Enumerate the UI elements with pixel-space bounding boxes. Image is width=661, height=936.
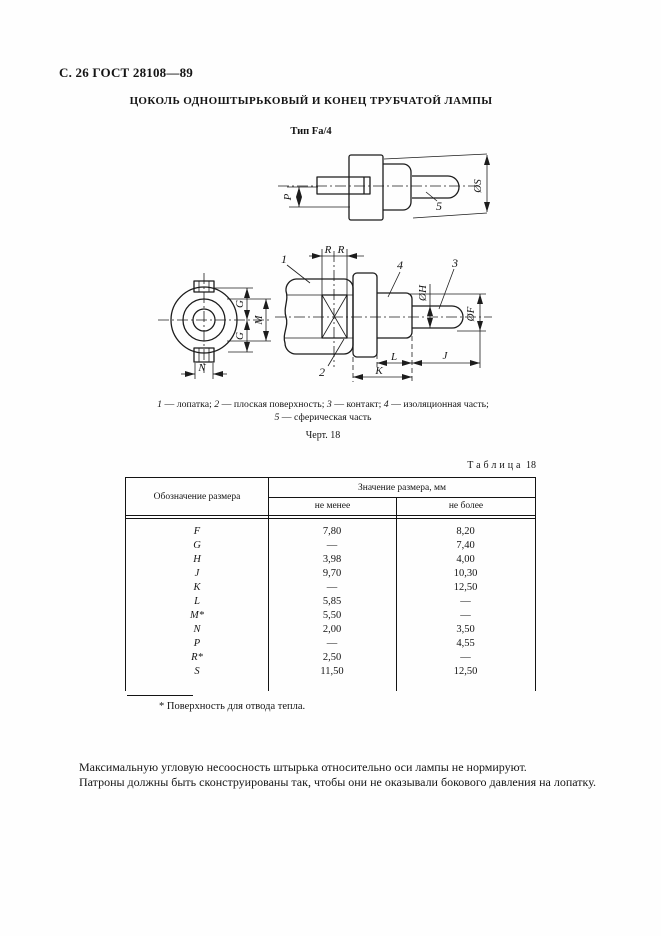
- size-max: 10,30: [453, 568, 478, 579]
- table-row: R* 2,50 —: [126, 651, 535, 665]
- caption-num: 1: [157, 399, 163, 410]
- size-min: 5,50: [322, 610, 342, 621]
- part-label-4: 4: [397, 258, 403, 272]
- size-min: 7,80: [322, 526, 342, 537]
- table-label: Таблица 18: [380, 460, 536, 471]
- footnote: * Поверхность для отвода тепла.: [159, 701, 306, 712]
- dim-label-phi-h: ØH: [417, 284, 429, 302]
- size-min: —: [326, 638, 338, 649]
- size-max: 12,50: [453, 666, 478, 677]
- size-name: M*: [190, 610, 204, 621]
- size-max: —: [460, 610, 471, 621]
- size-max: 8,20: [456, 526, 475, 537]
- size-min: —: [326, 540, 338, 551]
- size-name: N: [193, 624, 201, 635]
- dim-label-r-right: R: [337, 244, 345, 256]
- dim-label-k: K: [374, 365, 383, 377]
- dim-label-r-left: R: [324, 244, 332, 256]
- size-name: S: [194, 666, 200, 677]
- caption-num: 2: [214, 399, 220, 410]
- dim-label-n: N: [197, 362, 206, 374]
- page-header: С. 26 ГОСТ 28108—89: [59, 65, 193, 80]
- column-header-min: не менее: [314, 501, 351, 511]
- table-label-word: Таблица: [467, 460, 524, 471]
- dimension-table: Обозначение размера Значение размера, мм…: [125, 477, 536, 691]
- figure-caption: 1 — лопатка; 2 — плоская поверхность; 3 …: [155, 398, 491, 424]
- caption-text: — лопатка;: [162, 399, 215, 410]
- note-paragraph: Патроны должны быть сконструированы так,…: [79, 775, 597, 790]
- size-max: —: [460, 652, 471, 663]
- table-divider-vertical-1: [268, 478, 269, 691]
- table-row: J 9,70 10,30: [126, 567, 535, 581]
- size-min: 11,50: [320, 666, 344, 677]
- caption-text: — сферическая часть: [279, 412, 372, 423]
- size-min: 3,98: [322, 554, 342, 565]
- top-side-view: P ØS 5: [278, 153, 490, 221]
- table-row: K — 12,50: [126, 581, 535, 595]
- part-label-5: 5: [436, 199, 442, 213]
- size-min: —: [326, 582, 338, 593]
- dim-label-j: J: [443, 350, 449, 362]
- caption-num: 3: [326, 399, 332, 410]
- table-divider-vertical-2: [396, 498, 397, 691]
- caption-text: — плоская поверхность;: [219, 399, 327, 410]
- size-name: H: [193, 554, 201, 565]
- type-label: Тип Fa/4: [290, 126, 332, 137]
- dim-label-phi-f: ØF: [465, 306, 477, 322]
- table-body: F 7,80 8,20 G — 7,40 H 3,98 4,00 J 9,70 10,30 K —…: [126, 520, 535, 679]
- page-title: ЦОКОЛЬ ОДНОШТЫРЬКОВЫЙ И КОНЕЦ ТРУБЧАТОЙ …: [129, 95, 493, 107]
- size-name: F: [193, 526, 201, 537]
- size-max: 3,50: [456, 624, 475, 635]
- size-max: —: [460, 596, 471, 607]
- size-min: 2,00: [322, 624, 342, 635]
- size-max: 7,40: [456, 540, 475, 551]
- table-row: S 11,50 12,50: [126, 665, 535, 679]
- table-label-number: 18: [526, 460, 536, 471]
- table-row: N 2,00 3,50: [126, 623, 535, 637]
- size-name: K: [193, 582, 201, 593]
- caption-text: — изоляционная часть;: [388, 399, 489, 410]
- size-name: L: [194, 596, 200, 607]
- table-row: G — 7,40: [126, 539, 535, 553]
- column-header-designation: Обозначение размера: [153, 492, 241, 502]
- size-max: 4,00: [456, 554, 475, 565]
- dim-label-l: L: [390, 351, 397, 363]
- dim-label-g-bottom: G: [234, 332, 246, 340]
- table-row: P — 4,55: [126, 637, 535, 651]
- caption-text: — контакт;: [331, 399, 384, 410]
- size-name: J: [194, 568, 200, 579]
- table-row: F 7,80 8,20: [126, 525, 535, 539]
- dim-label-m: M: [253, 315, 265, 326]
- column-header-max: не более: [448, 501, 484, 511]
- dim-label-g-top: G: [234, 300, 246, 308]
- figure-number: Черт. 18: [305, 430, 341, 441]
- main-side-view: R R ØH ØF L J K 1 2 4: [275, 244, 492, 382]
- size-min: 5,85: [322, 596, 342, 607]
- end-view: G G M N: [158, 273, 272, 379]
- table-row: L 5,85 —: [126, 595, 535, 609]
- table-row: H 3,98 4,00: [126, 553, 535, 567]
- table-double-rule: [126, 515, 535, 519]
- size-max: 4,55: [456, 638, 475, 649]
- caption-num: 5: [274, 412, 280, 423]
- column-header-value-group: Значение размера, мм: [269, 478, 535, 498]
- table-row: M* 5,50 —: [126, 609, 535, 623]
- size-name: P: [193, 638, 201, 649]
- part-label-2: 2: [319, 365, 325, 379]
- caption-num: 4: [383, 399, 389, 410]
- notes-block: Максимальную угловую несоосность штырька…: [57, 760, 635, 791]
- part-label-3: 3: [451, 256, 458, 270]
- footnote-rule: [127, 695, 193, 696]
- size-name: G: [193, 540, 201, 551]
- size-name: R*: [191, 652, 203, 663]
- note-paragraph: Максимальную угловую несоосность штырька…: [79, 760, 527, 774]
- dim-label-phi-s: ØS: [472, 179, 484, 194]
- size-min: 9,70: [322, 568, 342, 579]
- size-min: 2,50: [322, 652, 342, 663]
- technical-drawing: P ØS 5 G G: [158, 153, 492, 382]
- size-max: 12,50: [453, 582, 478, 593]
- part-label-1: 1: [281, 252, 287, 266]
- dim-label-p: P: [282, 193, 294, 201]
